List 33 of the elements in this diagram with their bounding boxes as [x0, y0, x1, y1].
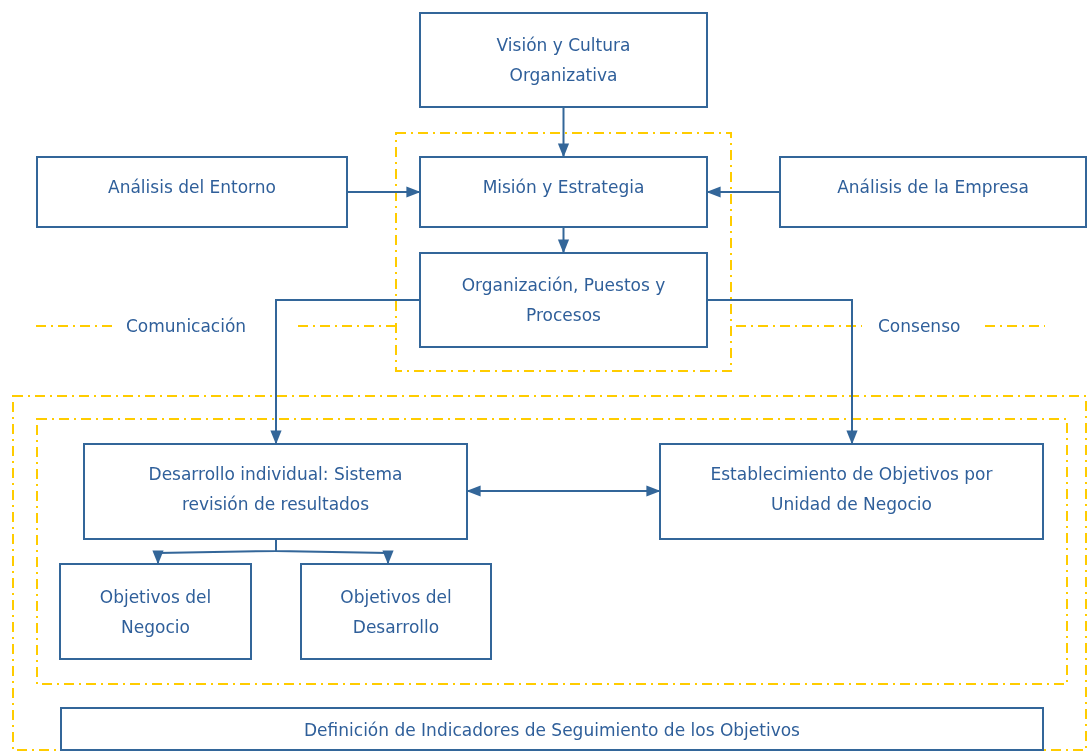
- box-text: Desarrollo individual: Sistema revisión de resultados: [147, 463, 404, 516]
- arrow: [707, 299, 858, 445]
- box-text: Análisis del Entorno: [108, 176, 276, 199]
- process-box: [419, 12, 708, 108]
- arrow: [275, 539, 394, 565]
- box-text: Establecimiento de Objetivos por Unidad de Negocio: [709, 463, 994, 516]
- arrow: [557, 227, 570, 254]
- flow-label: Consenso: [878, 315, 961, 337]
- box-text: Misión y Estrategia: [482, 176, 645, 199]
- arrow: [270, 299, 420, 445]
- box-text: Visión y Cultura Organizativa: [495, 34, 632, 87]
- process-box: [300, 563, 492, 660]
- process-box: [419, 156, 708, 228]
- box-text: Objetivos del Negocio: [98, 585, 213, 639]
- process-box: [659, 443, 1044, 540]
- dashed-group-outline: [36, 418, 1068, 685]
- dashed-group-outline: [12, 395, 1087, 751]
- process-box: [779, 156, 1087, 228]
- process-box: [83, 443, 468, 540]
- process-box: [419, 252, 708, 348]
- dashed-group-outline: [395, 132, 732, 372]
- arrow: [706, 186, 780, 198]
- process-box: [59, 563, 252, 660]
- arrow: [347, 186, 421, 198]
- process-box: [36, 156, 348, 228]
- arrow: [557, 107, 570, 158]
- box-text: Definición de Indicadores de Seguimiento de los Objetivos: [304, 719, 800, 742]
- flow-label: Comunicación: [126, 315, 247, 337]
- box-text: Análisis de la Empresa: [837, 176, 1029, 199]
- arrow: [466, 485, 661, 497]
- box-text: Organización, Puestos y Procesos: [460, 274, 667, 327]
- box-text: Objetivos del Desarrollo: [339, 585, 453, 639]
- process-box: [60, 707, 1044, 751]
